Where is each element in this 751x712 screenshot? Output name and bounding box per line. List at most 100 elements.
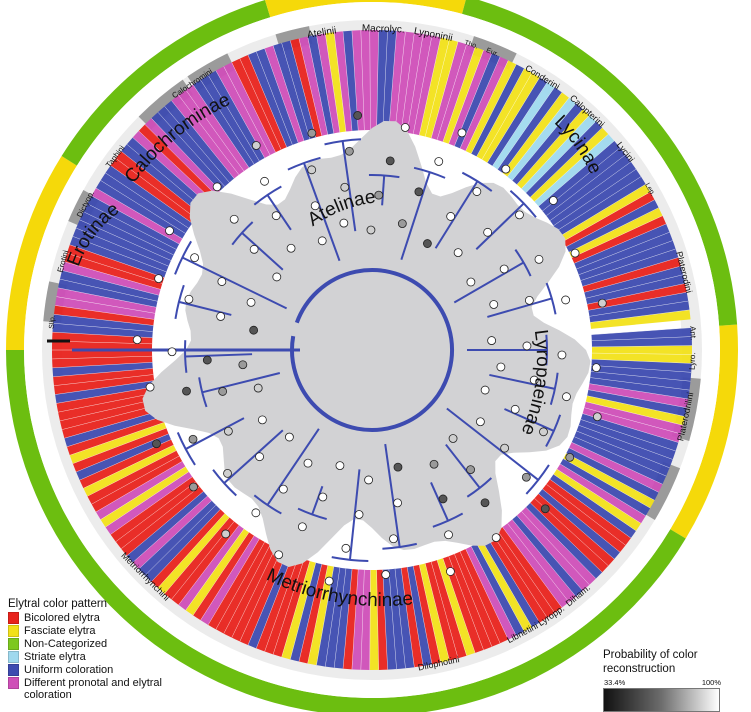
branch-arc: [231, 221, 254, 246]
node-marker: [524, 295, 534, 305]
branch-arc: [184, 340, 188, 373]
tip-wedge: [290, 38, 323, 138]
tip-wedge: [542, 147, 626, 217]
tip-wedge: [64, 410, 163, 447]
tip-wedge: [580, 413, 679, 452]
tip-wedge: [59, 398, 159, 430]
branch: [489, 373, 556, 390]
tip-wedge: [482, 72, 541, 163]
tip-line: [55, 380, 155, 395]
tip-wedge: [487, 77, 548, 167]
node-marker: [389, 534, 398, 544]
legend-swatch-fasciate: [8, 625, 19, 637]
legend-item: Striate elytra: [8, 651, 208, 663]
node-marker: [521, 472, 531, 482]
tip-wedge: [325, 32, 347, 133]
tip-wedge: [542, 484, 626, 553]
tip-line: [476, 68, 525, 157]
tip-wedge: [105, 471, 193, 535]
tip-line: [231, 62, 276, 153]
tip-line: [164, 106, 230, 183]
tip-wedge: [556, 176, 647, 237]
tip-line: [144, 124, 217, 196]
tip-line: [239, 58, 282, 150]
tip-wedge: [571, 436, 667, 485]
tip-wedge: [376, 30, 389, 131]
node-marker: [253, 383, 263, 393]
tip-line: [578, 240, 673, 275]
tip-wedge: [369, 29, 380, 131]
legend-label: Striate elytra: [24, 651, 86, 663]
tip-wedge: [566, 199, 659, 253]
tip-wedge: [582, 257, 681, 293]
tip-line: [207, 538, 260, 625]
tip-line: [591, 365, 692, 373]
tip-line: [563, 458, 651, 509]
tip-line: [521, 115, 590, 189]
node-marker: [218, 387, 228, 396]
node-marker: [522, 341, 532, 351]
tip-wedge: [75, 433, 172, 481]
tip-wedge: [110, 157, 197, 224]
tip-wedge: [521, 507, 596, 586]
tip-line: [388, 30, 397, 131]
tip-line: [436, 560, 467, 656]
tip-line: [400, 568, 415, 668]
tip-line: [64, 261, 161, 290]
branch-arc: [432, 512, 464, 528]
legend-label: Fasciate elytra: [24, 625, 96, 637]
probability-title: Probability of color reconstruction: [603, 649, 698, 675]
tip-wedge: [512, 103, 584, 185]
tip-line: [126, 144, 204, 209]
tip-wedge: [588, 383, 689, 409]
node-marker: [457, 128, 467, 138]
tip-wedge: [342, 569, 359, 670]
tip-wedge: [516, 109, 590, 189]
tip-line: [59, 278, 158, 302]
branch-arc: [525, 464, 550, 495]
tip-line: [487, 537, 540, 623]
tip-wedge: [436, 558, 476, 656]
tip-wedge: [556, 463, 646, 524]
node-marker: [324, 576, 334, 586]
branch-arc: [509, 190, 537, 218]
node-marker: [501, 164, 511, 174]
tip-line: [58, 392, 157, 413]
tip-wedge: [157, 105, 230, 187]
tip-wedge: [315, 566, 340, 667]
tip-line: [512, 103, 577, 181]
tip-wedge: [164, 100, 235, 183]
node-marker: [414, 187, 424, 197]
tip-wedge: [120, 486, 204, 556]
tip-line: [342, 569, 353, 669]
node-marker: [303, 458, 313, 468]
tip-wedge: [471, 64, 525, 157]
node-marker: [570, 248, 580, 258]
tip-line: [157, 112, 225, 187]
node-marker: [223, 468, 232, 478]
tip-line: [580, 248, 676, 281]
tip-wedge: [525, 502, 603, 580]
tip-wedge: [95, 460, 186, 520]
node-marker: [307, 128, 317, 138]
node-marker: [448, 434, 458, 443]
tip-wedge: [546, 479, 631, 546]
tip-wedge: [560, 184, 651, 242]
node-marker: [429, 459, 439, 469]
tip-line: [549, 479, 632, 539]
node-marker: [284, 432, 294, 442]
subfamily-ring-lycinae: [462, 0, 738, 326]
tip-line: [425, 39, 450, 137]
branch-arc: [253, 185, 282, 206]
tip-wedge: [591, 359, 692, 373]
tip-wedge: [281, 560, 316, 660]
node-marker: [278, 484, 288, 494]
branch-arc: [382, 542, 417, 550]
node-marker: [434, 157, 444, 166]
tip-wedge: [247, 552, 293, 649]
tip-wedge: [231, 547, 282, 642]
node-marker: [165, 226, 174, 236]
tip-line: [64, 410, 161, 439]
tip-line: [110, 476, 193, 535]
branch-arc: [174, 284, 185, 320]
